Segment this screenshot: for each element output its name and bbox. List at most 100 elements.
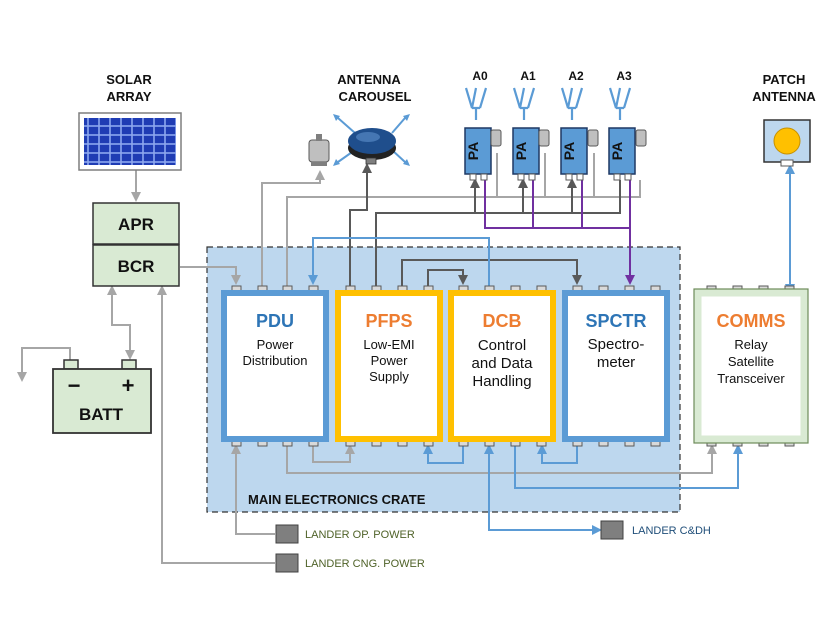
dipole-antenna-icon	[464, 87, 488, 120]
spctr-box	[562, 290, 670, 442]
pdu-pa-power-line	[286, 180, 641, 292]
pa-a3: PA	[608, 87, 647, 175]
apr-label: APR	[118, 215, 154, 234]
pa-a1: PA	[512, 87, 550, 175]
battery-plus: +	[122, 373, 135, 398]
pa-box	[464, 127, 492, 175]
dcb-lander-cdh-line	[484, 444, 602, 535]
pfps-box	[335, 290, 443, 442]
pa-label: PA	[561, 142, 577, 160]
pa-connector-pins	[469, 173, 632, 181]
module-dcb: DCB Control and Data Handling	[448, 285, 556, 447]
pfps-dcb-line	[427, 269, 468, 292]
solar-panel-icon	[84, 118, 176, 165]
antenna-a1-label: A1	[520, 69, 536, 83]
dcb-pdu-data-line	[308, 237, 490, 292]
pfps-carousel-line	[349, 163, 372, 292]
lander-cdh-connector	[600, 520, 624, 540]
spctr-line-2: meter	[597, 354, 635, 371]
solar-array: SOLAR ARRAY	[78, 72, 182, 171]
lander-cng-power-label: LANDER CNG. POWER	[305, 558, 425, 570]
pa-label: PA	[513, 142, 529, 160]
pfps-line-1: Low-EMI	[363, 337, 414, 352]
pa-a2: PA	[560, 87, 599, 175]
pdu-box	[221, 290, 329, 442]
bcr-box	[92, 244, 180, 287]
rf-line	[484, 180, 635, 285]
pdu-line-1: Power	[257, 337, 295, 352]
antenna-a2-label: A2	[568, 69, 584, 83]
spctr-line-1: Spectro-	[588, 336, 645, 353]
lander-op-power: LANDER OP. POWER	[275, 524, 415, 544]
battery-ground-line	[17, 347, 71, 382]
connections	[17, 153, 795, 564]
solar-array-label-1: SOLAR	[106, 72, 152, 87]
lander-cdh: LANDER C&DH	[600, 520, 711, 540]
comms-line-1: Relay	[734, 337, 768, 352]
module-pfps: PFPS Low-EMI Power Supply	[335, 285, 443, 447]
comms-line-3: Transceiver	[717, 371, 785, 386]
module-pdu: PDU Power Distribution	[221, 285, 329, 447]
spctr-title: SPCTR	[585, 311, 646, 331]
carousel-antenna-icon	[333, 114, 410, 166]
pdu-title: PDU	[256, 311, 294, 331]
patch-antenna: PATCH ANTENNA	[752, 72, 816, 167]
pa-motor-icon	[538, 129, 550, 147]
pa-motor-icon	[490, 129, 502, 147]
pfps-title: PFPS	[365, 311, 412, 331]
pfps-line-2: Power	[371, 353, 409, 368]
pdu-lander-op-line	[231, 444, 275, 535]
battery: − + BATT	[52, 359, 152, 434]
dipole-antenna-icon	[560, 87, 584, 120]
lander-cng-power: LANDER CNG. POWER	[275, 553, 425, 573]
bcr-battery-line	[107, 285, 135, 360]
battery-label: BATT	[79, 405, 124, 424]
dipole-antenna-icon	[608, 87, 632, 120]
pa-motor-icon	[635, 129, 647, 147]
pdu-line-2: Distribution	[242, 353, 307, 368]
pa-box	[608, 127, 636, 175]
pa-box	[512, 127, 540, 175]
antenna-labels: A0 A1 A2 A3	[472, 69, 632, 83]
apr-bcr-unit: APR BCR	[92, 202, 180, 287]
pa-a0: PA	[464, 87, 502, 175]
pa-label: PA	[465, 142, 481, 160]
lander-charge-line	[157, 285, 275, 564]
dcb-line-2: and Data	[472, 355, 534, 372]
solar-array-label-2: ARRAY	[106, 89, 151, 104]
battery-body	[52, 368, 152, 434]
antenna-carousel: ANTENNA CAROUSEL	[308, 72, 412, 166]
patch-antenna-label-1: PATCH	[763, 72, 806, 87]
dcb-line-1: Control	[478, 337, 526, 354]
crate-label: MAIN ELECTRONICS CRATE	[248, 492, 426, 507]
bcr-to-pdu-line	[180, 266, 241, 285]
carousel-label-2: CAROUSEL	[339, 89, 412, 104]
lander-op-power-connector	[275, 524, 299, 544]
comms-title: COMMS	[717, 311, 786, 331]
module-comms: COMMS Relay Satellite Transceiver	[693, 285, 809, 447]
pfps-dcb-data-line	[423, 444, 464, 464]
bcr-label: BCR	[118, 257, 155, 276]
pdu-pfps-line	[312, 444, 355, 463]
apr-box	[92, 202, 180, 245]
module-spctr: SPCTR Spectro- meter	[562, 285, 670, 447]
antenna-a3-label: A3	[616, 69, 632, 83]
patch-antenna-icon	[773, 127, 801, 155]
pa-label: PA	[609, 142, 625, 160]
lander-cng-power-connector	[275, 553, 299, 573]
pfps-line-3: Supply	[369, 369, 409, 384]
lander-cdh-label: LANDER C&DH	[632, 525, 711, 537]
pfps-pa-line	[375, 180, 621, 292]
dcb-line-3: Handling	[472, 373, 531, 390]
dipole-antenna-icon	[512, 87, 536, 120]
pdu-motor-line	[261, 182, 302, 292]
dcb-title: DCB	[483, 311, 522, 331]
pa-motor-icon	[587, 129, 599, 147]
pa-box	[560, 127, 588, 175]
antenna-a0-label: A0	[472, 69, 488, 83]
carousel-motor-icon	[308, 134, 330, 166]
dcb-box	[448, 290, 556, 442]
battery-minus: −	[68, 373, 81, 398]
comms-box	[694, 289, 808, 443]
